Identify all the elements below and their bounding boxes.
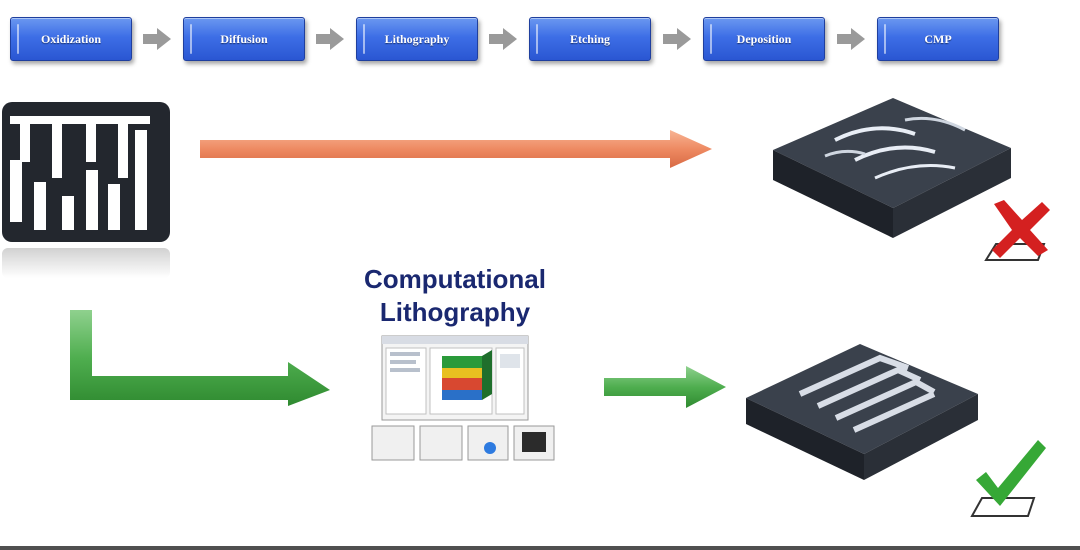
step-lithography: Lithography: [356, 17, 478, 61]
step-deposition: Deposition: [703, 17, 825, 61]
step-oxidization: Oxidization: [10, 17, 132, 61]
step-arrow-icon: [316, 28, 344, 50]
green-bent-arrow-icon: [70, 310, 330, 406]
chip-result-pass: [746, 344, 978, 480]
step-cmp: CMP: [877, 17, 999, 61]
bottom-divider: [0, 546, 1080, 550]
step-diffusion: Diffusion: [183, 17, 305, 61]
mask-pattern-icon: [2, 102, 170, 278]
step-arrow-icon: [663, 28, 691, 50]
chip-result-fail: [773, 98, 1011, 238]
step-arrow-icon: [489, 28, 517, 50]
green-arrow-icon: [604, 366, 726, 408]
red-x-mark-icon: [984, 200, 1050, 261]
computational-lithography-title-line2: Lithography: [379, 297, 531, 327]
orange-arrow-icon: [200, 130, 712, 168]
step-arrow-icon: [837, 28, 865, 50]
green-check-mark-icon: [970, 440, 1046, 517]
software-screenshot-image: [371, 335, 555, 461]
computational-lithography-title-line1: Computational: [364, 264, 546, 294]
step-arrow-icon: [143, 28, 171, 50]
step-etching: Etching: [529, 17, 651, 61]
